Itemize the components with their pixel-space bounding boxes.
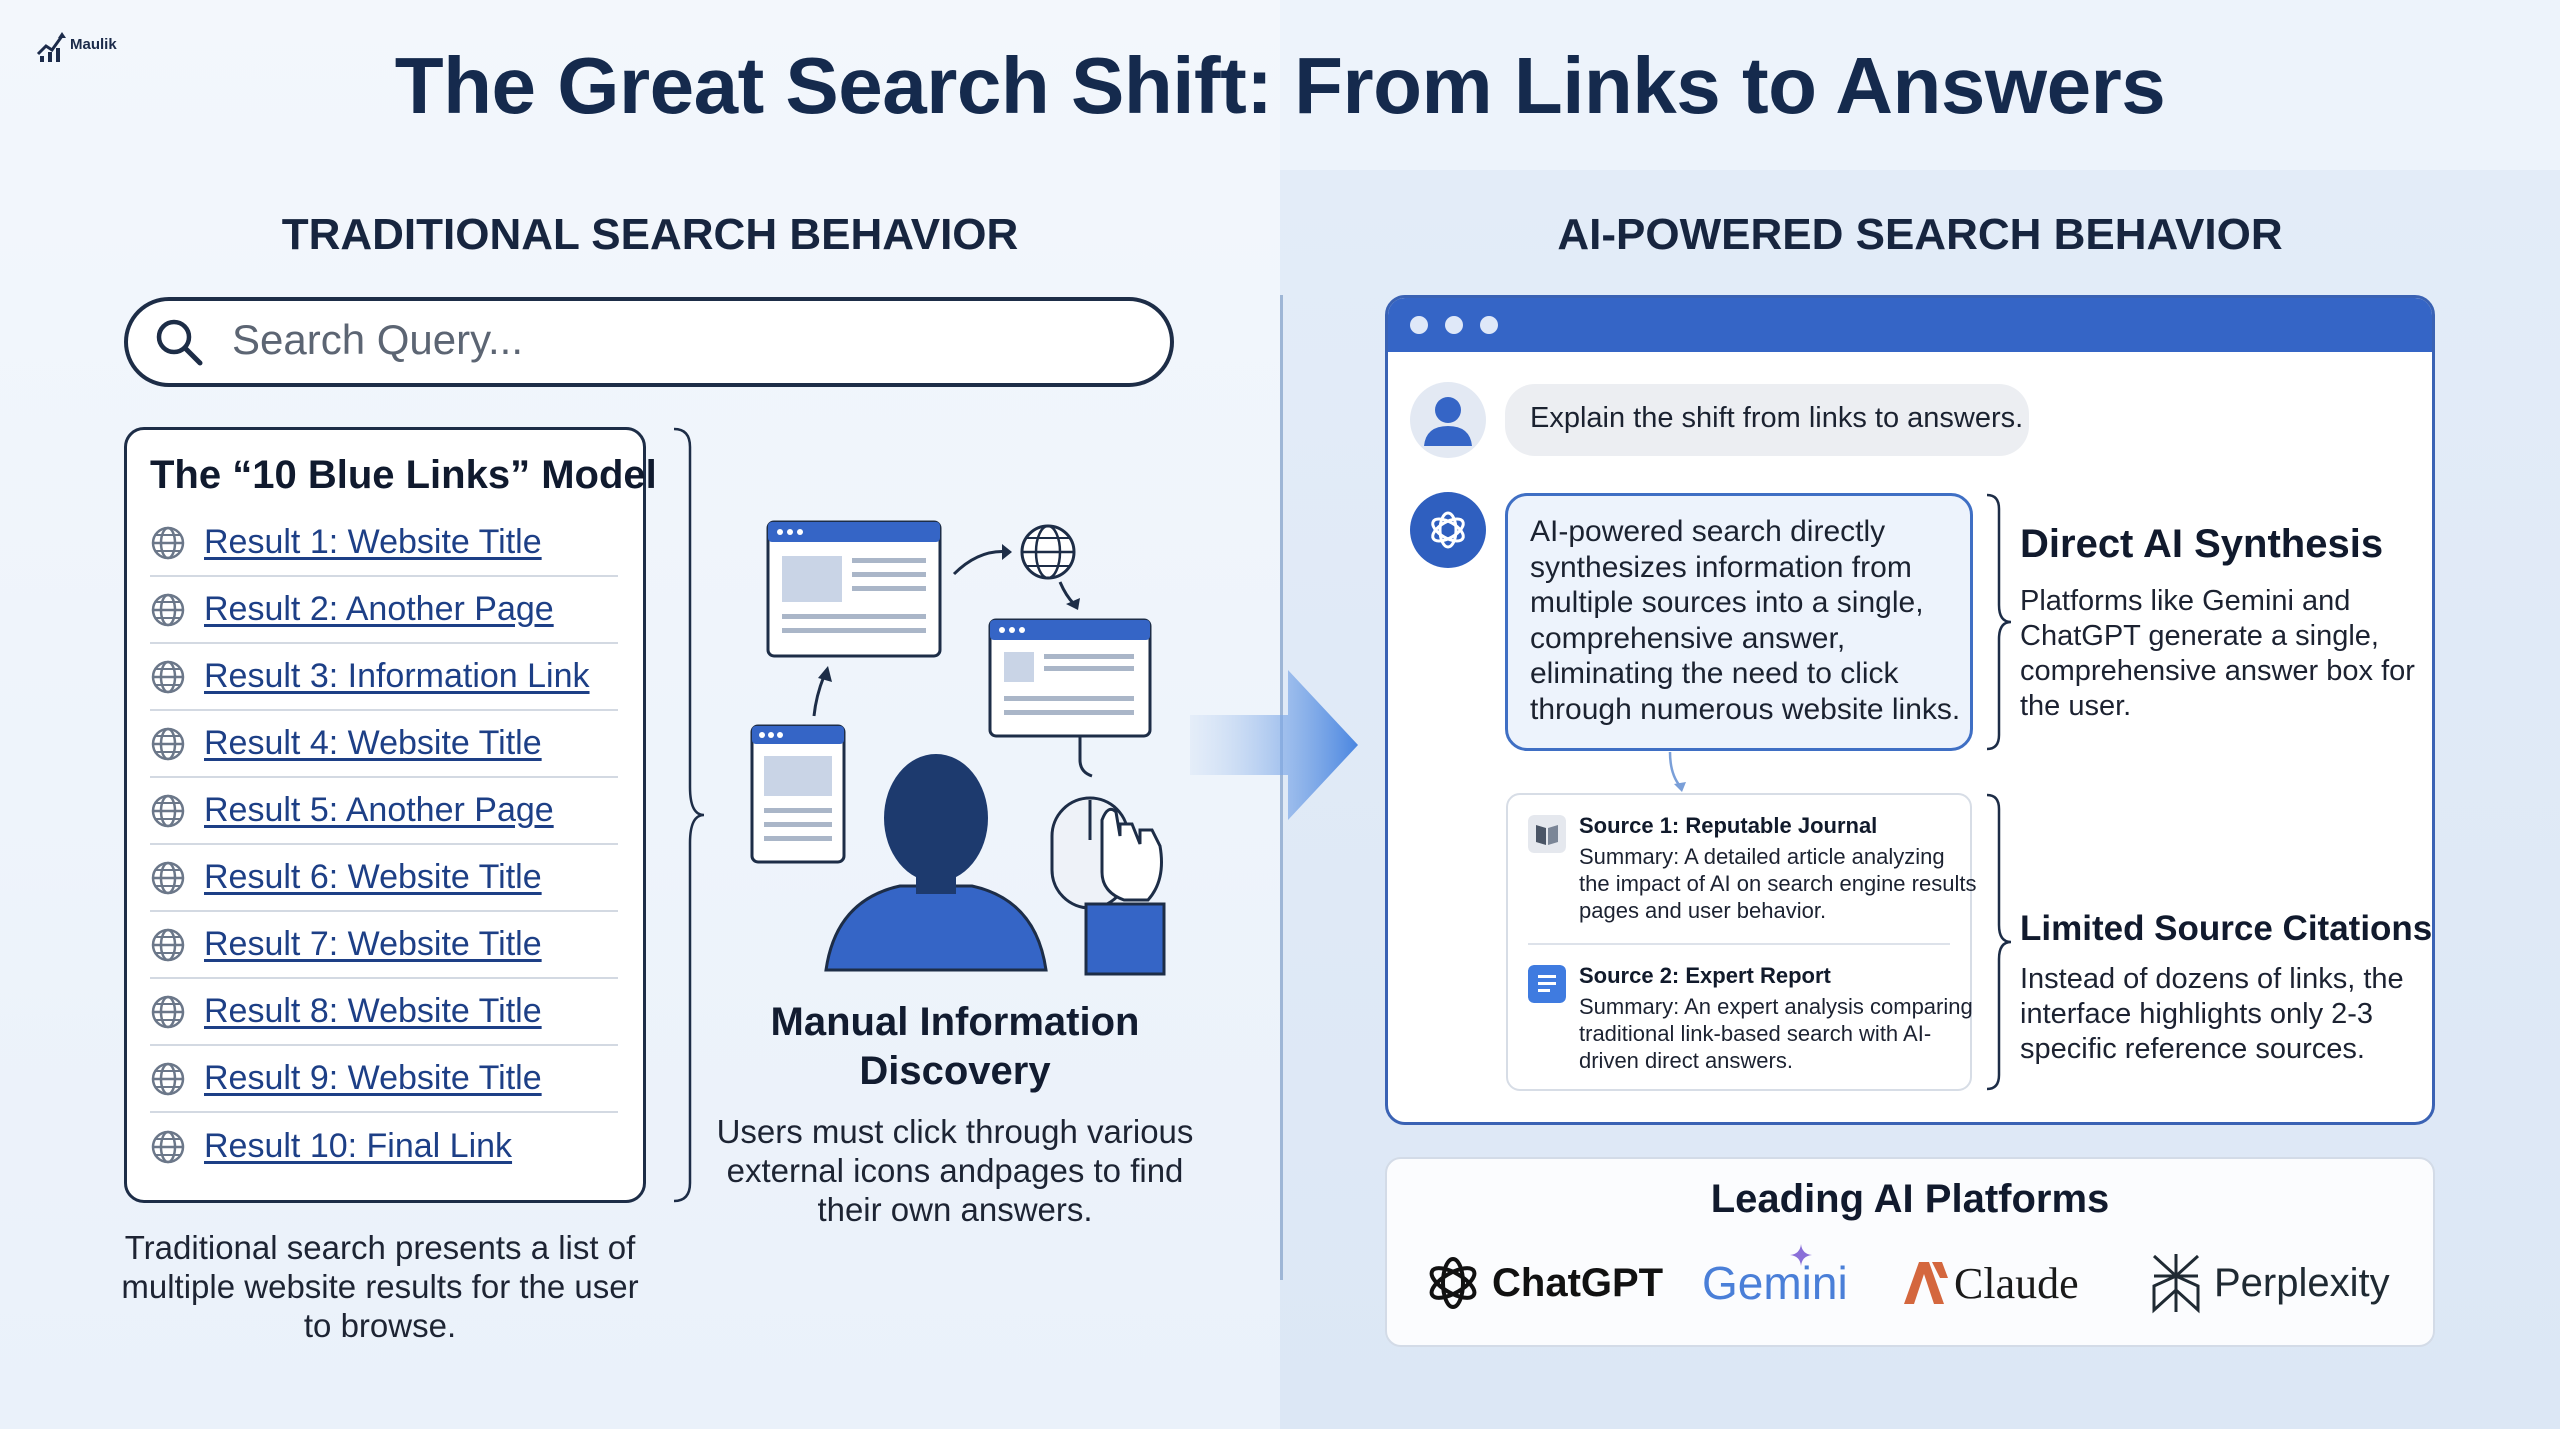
logo-text: Maulik <box>70 36 117 53</box>
result-link[interactable]: Result 10: Final Link <box>204 1127 513 1165</box>
platform-name: Claude <box>1954 1258 2079 1308</box>
citations-description: Instead of dozens of links, the interfac… <box>2020 963 2404 1065</box>
traditional-heading: TRADITIONAL SEARCH BEHAVIOR <box>281 210 1019 259</box>
globe-icon <box>151 995 185 1028</box>
window-dot <box>1410 316 1428 334</box>
result-row[interactable]: Result 4: Website Title <box>150 711 618 778</box>
result-row[interactable]: Result 3: Information Link <box>150 644 618 711</box>
manual-browsing-illustration <box>750 520 1166 976</box>
platform-chatgpt[interactable]: ChatGPT <box>1422 1248 1663 1318</box>
globe-icon <box>151 794 185 827</box>
globe-icon <box>151 526 185 559</box>
result-row[interactable]: Result 7: Website Title <box>150 912 618 979</box>
brace-icon <box>1986 493 2012 751</box>
perplexity-logo-icon <box>2152 1254 2200 1314</box>
panel-divider <box>1280 295 1283 1280</box>
globe-icon <box>151 660 185 693</box>
user-message: Explain the shift from links to answers. <box>1530 402 2024 434</box>
result-link[interactable]: Result 9: Website Title <box>204 1059 542 1097</box>
manual-discovery-description: Users must click through various externa… <box>716 1113 1194 1228</box>
transition-arrow-icon <box>1190 670 1358 820</box>
result-row[interactable]: Result 5: Another Page <box>150 778 618 845</box>
search-icon <box>156 319 203 366</box>
globe-icon <box>151 861 185 894</box>
platform-name: ChatGPT <box>1492 1260 1664 1305</box>
source-summary: Summary: A detailed article analyzing th… <box>1579 844 1977 923</box>
manual-discovery-title: Manual Information Discovery <box>770 1000 1140 1093</box>
report-icon <box>1528 965 1566 1003</box>
sources-panel <box>1506 793 1972 1091</box>
result-row[interactable]: Result 6: Website Title <box>150 845 618 912</box>
globe-icon <box>151 1062 185 1095</box>
result-link[interactable]: Result 3: Information Link <box>204 657 590 695</box>
window-titlebar <box>1388 298 2432 352</box>
results-list-box <box>124 427 646 1203</box>
window-dot <box>1480 316 1498 334</box>
source-divider <box>1528 943 1950 945</box>
search-bar[interactable] <box>124 297 1174 387</box>
source-summary: Summary: An expert analysis comparing tr… <box>1579 994 1973 1073</box>
user-message-bubble <box>1505 384 2029 456</box>
ai-answer-bubble <box>1505 493 1973 751</box>
result-row[interactable]: Result 10: Final Link <box>150 1113 618 1180</box>
window-dot <box>1445 316 1463 334</box>
synthesis-title: Direct AI Synthesis <box>2020 522 2384 566</box>
globe-icon <box>151 593 185 626</box>
sparkle-icon <box>1790 1244 1812 1266</box>
platforms-panel <box>1385 1157 2435 1347</box>
anthropic-logo-icon <box>1904 1262 1948 1304</box>
synthesis-description: Platforms like Gemini and ChatGPT genera… <box>2020 585 2415 722</box>
platforms-title: Leading AI Platforms <box>1710 1177 2110 1221</box>
page-title: The Great Search Shift: From Links to An… <box>394 41 2166 130</box>
platform-claude[interactable]: Claude <box>1902 1248 2079 1318</box>
result-row[interactable]: Result 9: Website Title <box>150 1046 618 1113</box>
result-link[interactable]: Result 6: Website Title <box>204 858 542 896</box>
platform-gemini[interactable]: Gemini <box>1702 1244 1848 1318</box>
brace-icon <box>1986 793 2012 1091</box>
result-link[interactable]: Result 7: Website Title <box>204 925 542 963</box>
ai-answer-text: AI-powered search directly synthesizes i… <box>1530 515 1961 726</box>
platform-perplexity[interactable]: Perplexity <box>2148 1248 2390 1318</box>
source-title[interactable]: Source 2: Expert Report <box>1579 963 1831 988</box>
search-input[interactable]: Search Query... <box>232 316 524 363</box>
result-link[interactable]: Result 1: Website Title <box>204 523 542 561</box>
result-link[interactable]: Result 5: Another Page <box>204 791 554 829</box>
globe-icon <box>151 727 185 760</box>
brace-icon <box>673 427 705 1203</box>
chatgpt-logo-icon <box>1429 1257 1477 1309</box>
journal-icon <box>1528 815 1566 853</box>
logo-chart-icon <box>36 32 66 62</box>
platform-name: Perplexity <box>2214 1260 2390 1305</box>
citations-title: Limited Source Citations <box>2020 909 2433 948</box>
result-row[interactable]: Result 2: Another Page <box>150 577 618 644</box>
platform-name: Gemini <box>1702 1257 1848 1309</box>
traditional-caption: Traditional search presents a list of mu… <box>121 1229 639 1344</box>
connector-arrow-icon <box>1668 752 1686 792</box>
result-link[interactable]: Result 4: Website Title <box>204 724 542 762</box>
globe-icon <box>151 1130 185 1163</box>
openai-logo-icon <box>1410 492 1486 568</box>
source-title[interactable]: Source 1: Reputable Journal <box>1579 813 1878 838</box>
results-title: The “10 Blue Links” Model <box>150 453 657 497</box>
globe-icon <box>151 928 185 961</box>
user-avatar-icon <box>1410 382 1486 458</box>
result-link[interactable]: Result 8: Website Title <box>204 992 542 1030</box>
ai-heading: AI-POWERED SEARCH BEHAVIOR <box>1557 210 2283 259</box>
result-row[interactable]: Result 8: Website Title <box>150 979 618 1046</box>
result-row[interactable]: Result 1: Website Title <box>150 510 618 577</box>
result-link[interactable]: Result 2: Another Page <box>204 590 554 628</box>
